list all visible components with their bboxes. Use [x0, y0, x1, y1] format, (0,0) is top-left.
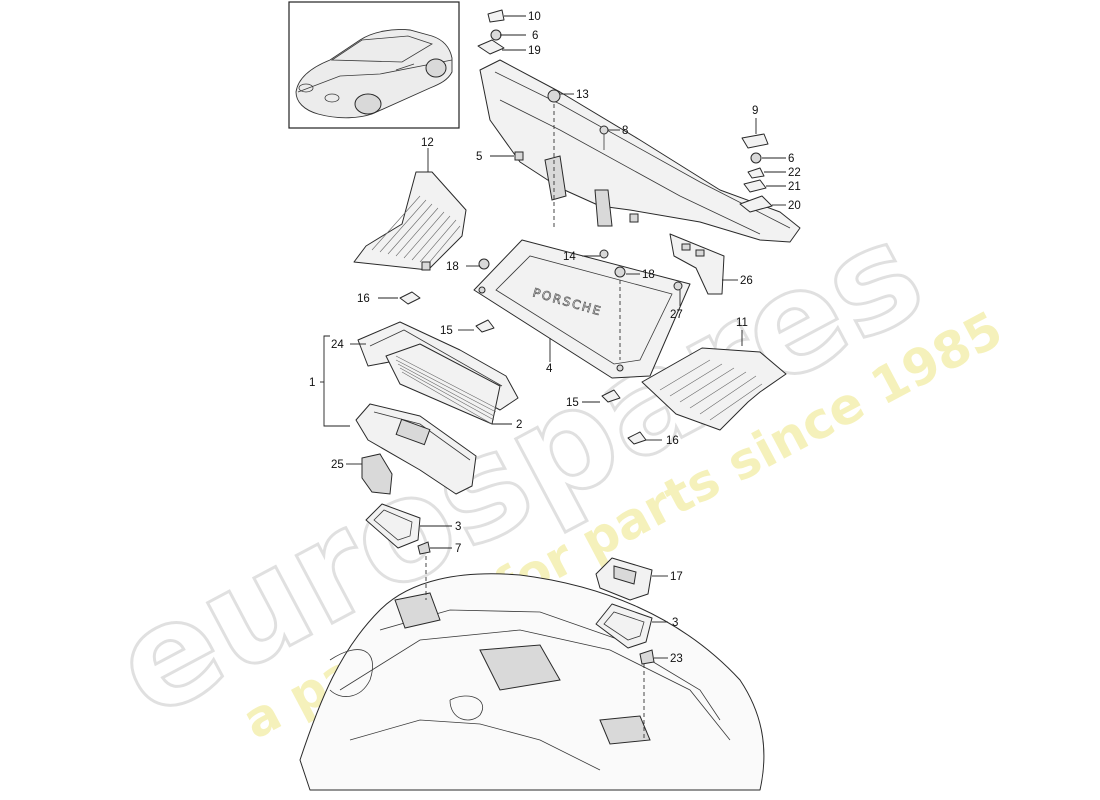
leader-lines [320, 15, 786, 659]
callout-19: 19 [528, 45, 541, 57]
callout-25: 25 [331, 459, 344, 471]
nut-6a [490, 29, 502, 41]
callout-6b: 6 [788, 153, 794, 165]
callout-18: 18 [446, 261, 459, 273]
callout-9: 9 [752, 105, 758, 117]
pad-19 [477, 39, 505, 55]
clip-10 [487, 9, 505, 23]
pad-16a [399, 291, 421, 305]
filter-element [385, 343, 501, 425]
callout-26: 26 [740, 275, 753, 287]
callout-14: 14 [563, 251, 576, 263]
callout-27: 27 [670, 309, 683, 321]
clip-21 [743, 179, 767, 193]
clip-7 [417, 541, 431, 555]
nut-6b [750, 152, 762, 164]
callouts: 10 6 19 13 8 9 6 22 21 20 12 5 14 18 18 … [309, 11, 801, 665]
callout-20: 20 [788, 200, 801, 212]
right-trim-panel [641, 347, 787, 431]
callout-11: 11 [736, 317, 748, 329]
plug-27 [673, 281, 683, 291]
car-icon [295, 29, 453, 119]
callout-3: 3 [455, 521, 461, 533]
bracket-plate [669, 233, 725, 295]
clip-22 [747, 167, 765, 179]
callout-15b: 15 [566, 397, 579, 409]
callout-22: 22 [788, 167, 801, 179]
callout-12: 12 [421, 137, 434, 149]
callout-13: 13 [576, 89, 589, 101]
vehicle-thumbnail [288, 1, 460, 129]
housing-bracket [361, 453, 393, 495]
callout-2: 2 [516, 419, 522, 431]
cowl-panel [479, 59, 801, 243]
clip-14 [599, 249, 609, 259]
pad-15b [601, 389, 621, 403]
callout-10: 10 [528, 11, 541, 23]
callout-15: 15 [440, 325, 453, 337]
callout-8: 8 [622, 125, 628, 137]
callout-7: 7 [455, 543, 461, 555]
callout-18b: 18 [642, 269, 655, 281]
bolt-8 [599, 125, 609, 135]
callout-4: 4 [546, 363, 553, 375]
callout-21: 21 [788, 181, 801, 193]
clip-23 [639, 649, 655, 665]
callout-3b: 3 [672, 617, 678, 629]
callout-1: 1 [309, 377, 315, 389]
clip-18a [478, 258, 490, 270]
seal-right [595, 603, 653, 649]
left-trim-panel [353, 171, 467, 271]
seal-left [365, 503, 421, 549]
callout-16b: 16 [666, 435, 679, 447]
callout-24: 24 [331, 339, 344, 351]
callout-17: 17 [670, 571, 683, 583]
screw-13 [547, 89, 561, 103]
clip-18b [614, 266, 626, 278]
callout-23: 23 [670, 653, 683, 665]
right-cover [595, 557, 653, 601]
filter-housing-base [355, 403, 477, 495]
pad-20 [739, 195, 773, 213]
callout-16: 16 [357, 293, 370, 305]
center-cover: PORSCHE [473, 239, 691, 379]
callout-6: 6 [532, 30, 538, 42]
callout-5: 5 [476, 151, 482, 163]
fasteners [399, 9, 773, 740]
cap-9 [741, 133, 769, 149]
pad-15a [475, 319, 495, 333]
